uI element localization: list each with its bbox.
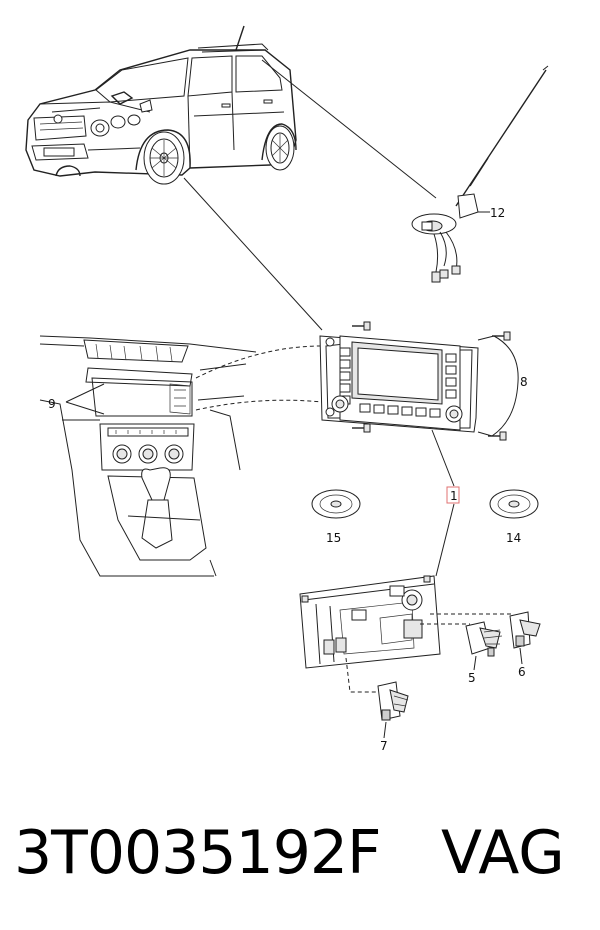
leader-9 <box>65 383 105 415</box>
callout-5: 5 <box>468 671 476 685</box>
connector-7 <box>377 681 409 721</box>
leader-roof-to-antenna <box>261 59 437 199</box>
connector-5 <box>465 621 503 657</box>
callout-12: 12 <box>490 206 505 220</box>
callout-14: 14 <box>506 531 521 545</box>
dashboard-illustration <box>39 335 257 577</box>
connector-6 <box>509 611 541 649</box>
part-number: 3T0035192F <box>14 818 382 888</box>
cd-disc-14 <box>489 489 539 519</box>
radio-chassis <box>299 575 441 669</box>
guide-dashed-connector-7 <box>345 657 384 693</box>
leader-car-to-radio <box>183 177 323 331</box>
callout-6: 6 <box>518 665 526 679</box>
leader-1 <box>431 429 455 577</box>
guide-dashed-top <box>195 345 323 379</box>
callout-15: 15 <box>326 531 341 545</box>
callout-1-box <box>446 486 460 504</box>
leader-6 <box>519 647 523 665</box>
leader-8 <box>477 335 519 437</box>
callout-7: 7 <box>380 739 388 753</box>
caption-bar: 3T0035192F VAG <box>0 808 600 898</box>
antenna-part <box>411 65 549 283</box>
leader-5 <box>473 655 477 671</box>
guide-dashed-bottom <box>195 399 323 411</box>
callout-9: 9 <box>48 397 56 411</box>
callout-8: 8 <box>520 375 528 389</box>
radio-head-unit <box>319 335 479 433</box>
brand-name: VAG <box>441 818 565 888</box>
car-illustration <box>25 25 297 185</box>
screw-fasteners <box>352 321 511 441</box>
callout-1: 1 <box>450 489 458 503</box>
leader-7 <box>383 721 387 739</box>
exploded-parts-diagram: 1 5 6 7 8 9 12 14 15 <box>25 25 549 753</box>
cd-disc-15 <box>311 489 361 519</box>
